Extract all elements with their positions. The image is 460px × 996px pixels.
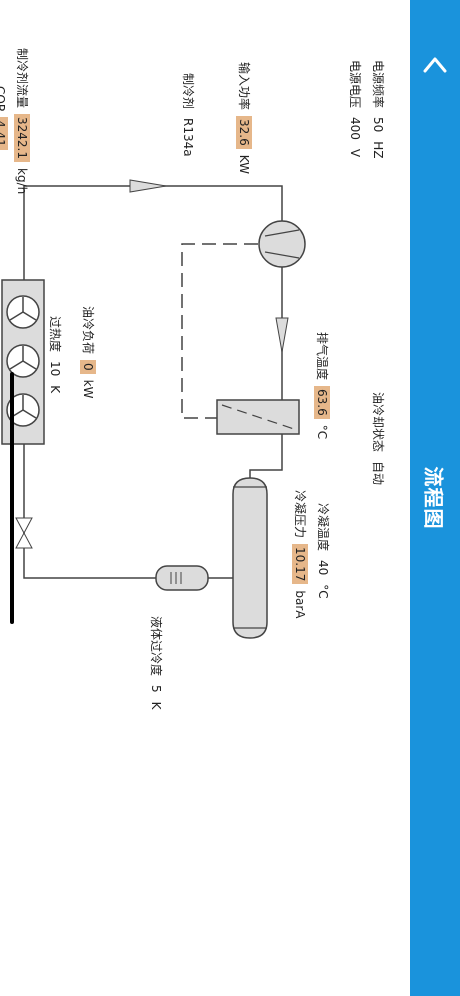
- compressor: [258, 220, 306, 268]
- flow-arrow-top: [129, 179, 167, 193]
- oil-line-dashed: [181, 243, 258, 419]
- refrigerant-type: 制冷剂 R134a: [181, 73, 195, 157]
- discharge-temperature: 排气温度 63.6 °C: [314, 332, 330, 440]
- fan-icon: [6, 295, 40, 329]
- page-title: 流程图: [421, 466, 446, 530]
- condensing-temperature: 冷凝温度 40 °C: [316, 503, 330, 599]
- superheat-degree: 过热度 10 K: [48, 316, 62, 394]
- refrigerant-flow: 制冷剂流量 3242.1 kg/h: [14, 48, 30, 195]
- header-bar: 流程图: [410, 0, 460, 996]
- pipe-top: [23, 185, 283, 280]
- oil-cooling-load: 油冷负荷 0 kW: [80, 306, 96, 399]
- liquid-receiver: [155, 565, 209, 591]
- power-frequency: 电源频率 50 HZ: [371, 60, 385, 159]
- liquid-subcooling: 液体过冷度 5 K: [149, 616, 163, 710]
- fan-icon: [6, 344, 40, 378]
- oil-cooling-status: 油冷却状态 自动: [371, 392, 385, 486]
- chevron-left-icon: [423, 57, 447, 73]
- pipe-oilcooler-condenser: [249, 434, 283, 478]
- pipe-receiver-evaporator: [23, 444, 156, 579]
- expansion-valve: [15, 517, 33, 535]
- power-voltage: 电源电压 400 V: [348, 60, 362, 158]
- fan-icon: [6, 393, 40, 427]
- flow-arrow-discharge: [275, 317, 289, 353]
- input-power: 输入功率 32.6 KW: [236, 62, 252, 175]
- scrollbar-thumb[interactable]: [10, 372, 14, 624]
- condensing-pressure: 冷凝压力 10.17 barA: [292, 490, 308, 619]
- back-button[interactable]: [410, 40, 460, 90]
- cop-value: COP 4.41: [0, 86, 8, 156]
- condenser: [232, 477, 268, 639]
